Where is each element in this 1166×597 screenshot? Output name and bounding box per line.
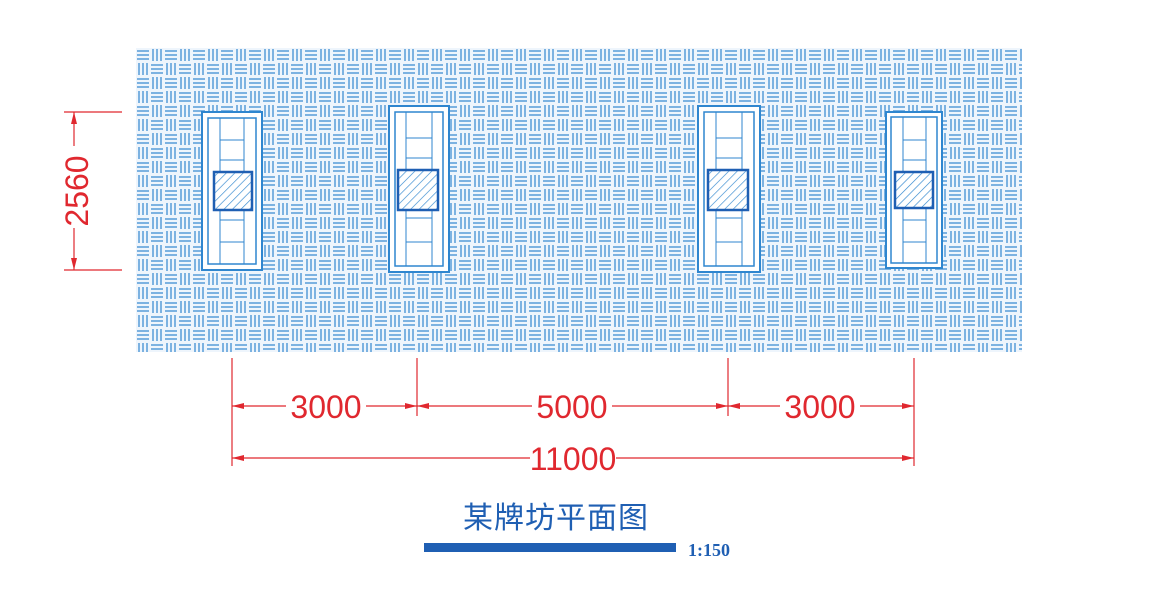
span-2-label: 5000 bbox=[536, 389, 607, 425]
column-1-core bbox=[212, 170, 254, 212]
column-2-core bbox=[396, 168, 440, 212]
paving-slab bbox=[136, 48, 1022, 352]
scale-label: 1:150 bbox=[688, 540, 730, 560]
column-4-core bbox=[893, 170, 935, 210]
column-2 bbox=[388, 105, 450, 273]
span-3-label: 3000 bbox=[784, 389, 855, 425]
column-4 bbox=[885, 111, 943, 269]
span-1-label: 3000 bbox=[290, 389, 361, 425]
drawing-title: 某牌坊平面图 bbox=[463, 501, 649, 536]
column-3-core bbox=[706, 168, 750, 212]
total-span-label: 11000 bbox=[530, 441, 617, 477]
column-1 bbox=[201, 111, 263, 271]
title-underline bbox=[424, 543, 676, 552]
depth-dimension-label: 2560 bbox=[59, 155, 95, 226]
column-3 bbox=[697, 105, 761, 273]
